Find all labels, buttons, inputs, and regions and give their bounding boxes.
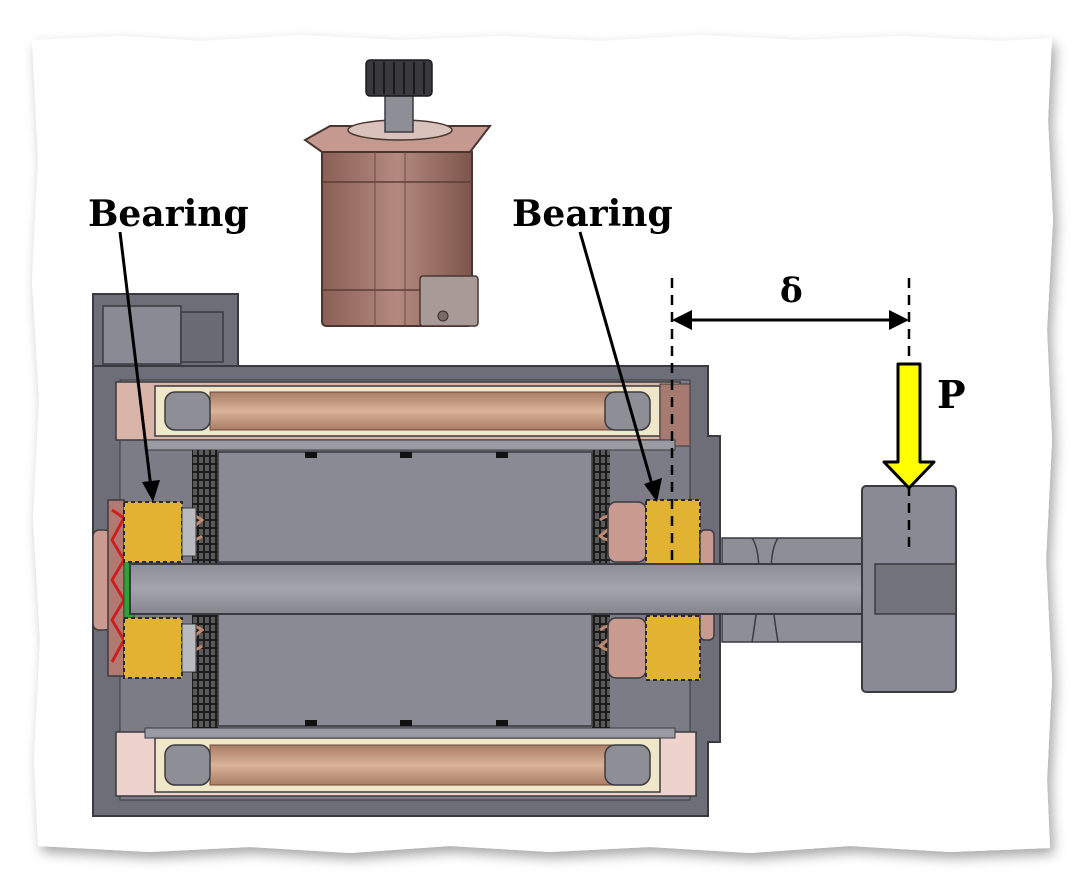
stator-coil-bottom <box>115 727 697 797</box>
bearing-label-right: Bearing <box>512 193 673 235</box>
bearing-left <box>123 501 197 679</box>
load-hub <box>861 485 957 693</box>
stator-coil-top <box>115 381 691 447</box>
displacement-dimension-arrow <box>672 310 909 330</box>
bearing-pointer-left <box>118 231 160 502</box>
bearing-pointer-right <box>578 231 662 502</box>
displacement-label: δ <box>780 271 803 311</box>
output-shaft <box>129 537 876 643</box>
rotor <box>179 450 623 728</box>
load-label: P <box>937 372 966 417</box>
bearing-label-left: Bearing <box>88 193 249 235</box>
load-arrow-icon <box>882 362 936 490</box>
stepper-motor-icon <box>303 59 493 327</box>
